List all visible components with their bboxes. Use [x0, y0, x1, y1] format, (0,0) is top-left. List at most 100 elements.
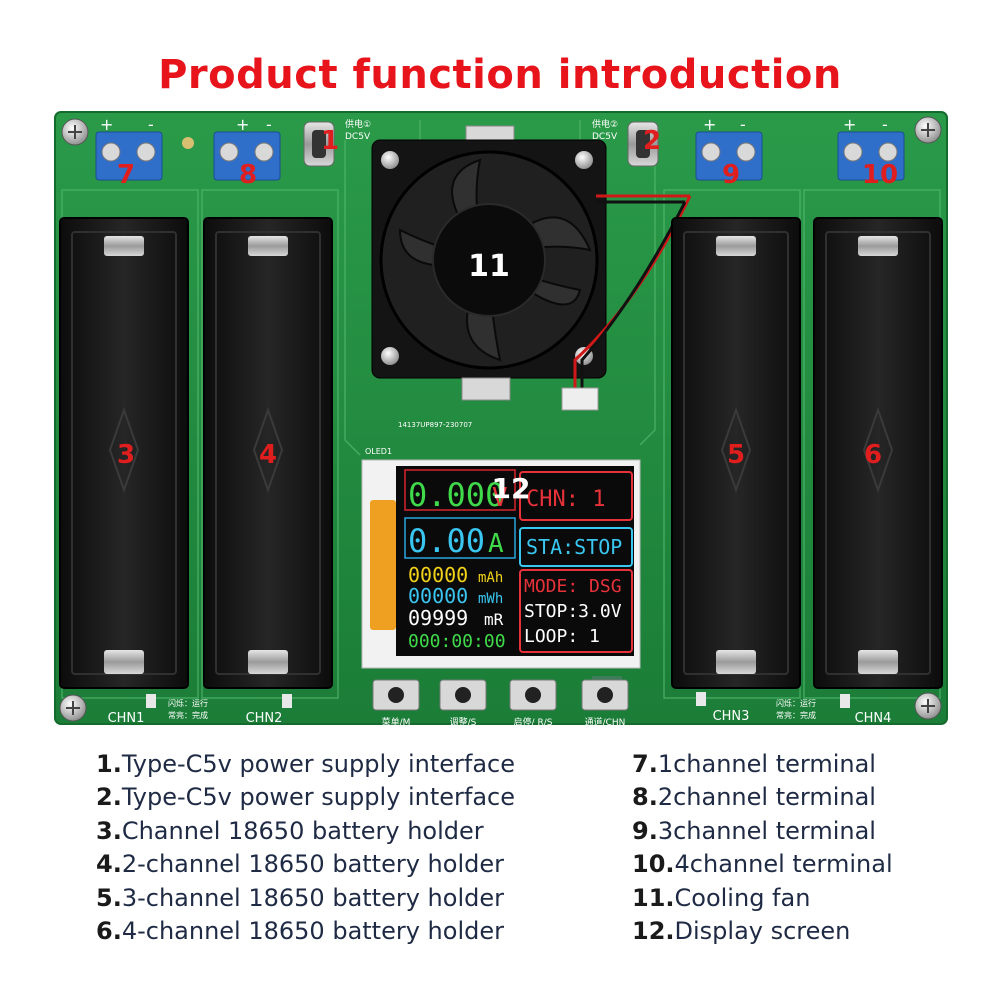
legend-item: 4.2-channel 18650 battery holder — [96, 848, 515, 881]
button-caption: 菜单/M — [382, 716, 411, 728]
legend-left: 1.Type-C5v power supply interface 2.Type… — [96, 748, 515, 948]
terminal-label: 7 — [117, 160, 135, 190]
led-note: 闪烁：运行 — [776, 698, 816, 708]
board-diagram: + - 7 + - 8 + - 9 + - 10 供电① DC5V 1 — [54, 111, 948, 728]
port-caption-cn: 供电① — [345, 118, 371, 130]
screen-loop: LOOP: 1 — [524, 626, 600, 647]
adjust-button[interactable]: 调整/S — [439, 679, 487, 728]
screen-capacity: 00000 — [408, 563, 468, 587]
port-caption: DC5V — [345, 132, 371, 142]
channel-label: CHN1 — [108, 711, 145, 726]
legend-text: 1channel terminal — [657, 750, 876, 778]
holder-label: 6 — [864, 440, 882, 470]
screen-stop: STOP:3.0V — [524, 601, 622, 622]
legend-item: 2.Type-C5v power supply interface — [96, 781, 515, 814]
screen-current: 0.00 — [408, 522, 485, 560]
terminal-block-8: + - 8 — [213, 115, 281, 190]
legend-number: 9. — [632, 816, 658, 845]
led-note: 常亮：完成 — [776, 710, 816, 720]
legend-number: 3. — [96, 816, 122, 845]
legend-number: 12. — [632, 917, 675, 946]
legend-number: 5. — [96, 883, 122, 912]
screen-voltage: 0.000 — [408, 476, 504, 514]
screw-icon — [914, 116, 942, 144]
legend-item: 12.Display screen — [632, 915, 893, 948]
screen-current-unit: A — [488, 529, 504, 559]
terminal-minus: - — [882, 115, 888, 134]
fan-label: 11 — [468, 249, 510, 284]
screen-capacity-unit: mAh — [478, 570, 503, 586]
holder-label: 4 — [259, 440, 277, 470]
battery-holder-3: 3 — [59, 217, 189, 689]
led-indicator — [696, 692, 706, 706]
legend-number: 6. — [96, 917, 122, 946]
channel-button[interactable]: 通道/CHN — [581, 679, 629, 728]
legend-text: Channel 18650 battery holder — [121, 816, 484, 845]
legend-text: 4channel terminal — [674, 850, 893, 879]
terminal-plus: + — [703, 115, 716, 134]
legend-text: 2-channel 18650 battery holder — [121, 850, 504, 879]
legend-item: 11.Cooling fan — [632, 882, 893, 915]
screw-icon — [914, 692, 942, 720]
component — [461, 377, 511, 401]
legend-text: 3-channel 18650 battery holder — [121, 883, 504, 912]
legend-text: Cooling fan — [674, 883, 811, 912]
screen-resistance: 09999 — [408, 606, 468, 630]
holder-label: 3 — [117, 440, 135, 470]
screen-time: 000:00:00 — [408, 631, 506, 652]
terminal-block-7: + - 7 — [95, 115, 163, 190]
terminal-plus: + — [100, 115, 113, 134]
terminal-minus: - — [266, 115, 272, 134]
screen-label: 12 — [492, 472, 531, 505]
terminal-label: 10 — [862, 160, 898, 190]
start-stop-button[interactable]: 启停/ R/S — [509, 679, 557, 728]
channel-label: CHN3 — [713, 709, 750, 724]
legend-number: 2. — [96, 783, 122, 812]
terminal-block-10: + - 10 — [837, 115, 905, 190]
led-note: 闪烁：运行 — [168, 698, 208, 708]
terminal-minus: - — [148, 115, 154, 134]
screen-resistance-unit: mR — [484, 610, 504, 629]
terminal-label: 9 — [722, 160, 740, 190]
screen-energy-unit: mWh — [478, 591, 503, 607]
legend-item: 1.Type-C5v power supply interface — [96, 748, 515, 781]
terminal-plus: + — [843, 115, 856, 134]
legend-text: 2channel terminal — [657, 783, 876, 812]
legend-number: 10. — [632, 850, 675, 879]
page-title: Product function introduction — [158, 52, 842, 98]
battery-holder-4: 4 — [203, 217, 333, 689]
cooling-fan: 11 — [371, 139, 607, 379]
screen-status: STA:STOP — [526, 535, 622, 559]
legend-text: Display screen — [674, 917, 851, 946]
channel-label: CHN4 — [855, 711, 892, 726]
screw-icon — [61, 118, 89, 146]
legend-item: 9.3channel terminal — [632, 815, 893, 848]
legend-item: 6.4-channel 18650 battery holder — [96, 915, 515, 948]
screen-voltage-unit: V — [492, 483, 508, 513]
channel-label: CHN2 — [246, 711, 283, 726]
battery-holder-6: 6 — [813, 217, 943, 689]
terminal-minus: - — [740, 115, 746, 134]
legend-number: 11. — [632, 883, 675, 912]
menu-button[interactable]: 菜单/M — [372, 679, 420, 728]
led-note: 常亮：完成 — [168, 710, 208, 720]
terminal-plus: + — [236, 115, 249, 134]
port-label: 2 — [643, 126, 661, 156]
port-label: 1 — [321, 126, 339, 156]
terminal-label: 8 — [239, 160, 257, 190]
screw-icon — [59, 694, 87, 722]
led-indicator — [146, 694, 156, 708]
legend-number: 1. — [96, 750, 122, 778]
legend-number: 4. — [96, 850, 122, 879]
legend-item: 5.3-channel 18650 battery holder — [96, 882, 515, 915]
legend-text: 3channel terminal — [657, 816, 876, 845]
led-indicator — [282, 694, 292, 708]
screen-mode: MODE: DSG — [524, 576, 622, 597]
led-indicator — [840, 694, 850, 708]
legend-text: Type-C5v power supply interface — [121, 750, 516, 778]
oled-label: OLED1 — [365, 447, 392, 456]
legend-number: 7. — [632, 750, 658, 778]
board-svg: + - 7 + - 8 + - 9 + - 10 供电① DC5V 1 — [54, 111, 948, 728]
button-caption: 调整/S — [450, 716, 477, 728]
display-screen: 0.000 V 0.00 A 00000 mAh 00000 mWh 09999… — [361, 459, 641, 669]
